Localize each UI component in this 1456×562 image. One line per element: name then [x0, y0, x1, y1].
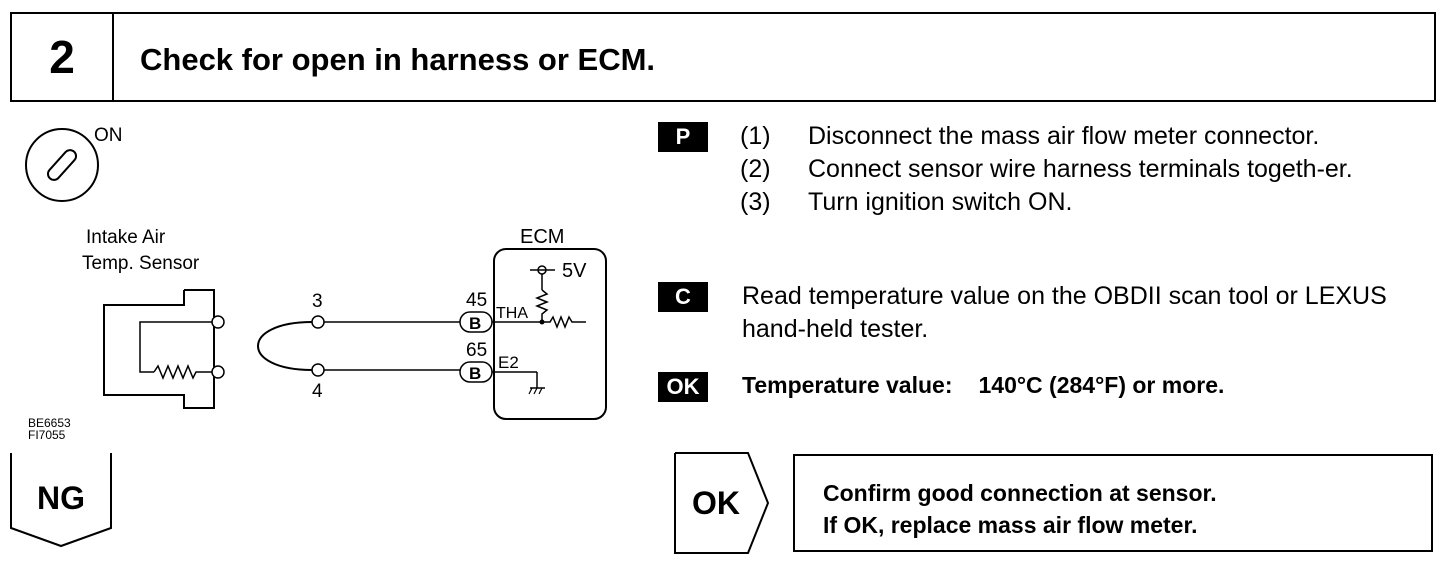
list-item: (2) Connect sensor wire harness terminal… [740, 153, 1440, 186]
ng-label: NG [37, 480, 85, 516]
voltage-source-icon [530, 265, 555, 325]
ignition-on-label: ON [94, 125, 123, 146]
ok-button-label: OK [692, 485, 740, 521]
ecm-box [493, 248, 607, 420]
connector-bottom-code: B [469, 364, 481, 383]
result-action-box: Confirm good connection at sensor. If OK… [793, 454, 1433, 552]
sensor-terminal-top [211, 315, 225, 329]
ecm-label: ECM [520, 226, 564, 248]
wiring-diagram: ON Intake Air Temp. Sensor 3 4 ECM B B 4… [25, 125, 607, 420]
ground-symbol-icon [528, 372, 545, 395]
step-header: 2 Check for open in harness or ECM. [10, 12, 1436, 102]
check-instruction: Read temperature value on the OBDII scan… [742, 282, 1387, 343]
list-item: (3) Turn ignition switch ON. [740, 186, 1440, 219]
list-item: (1) Disconnect the mass air flow meter c… [740, 120, 1440, 153]
sensor-connector-outline [103, 289, 215, 409]
ok-criteria-label: Temperature value: [742, 372, 953, 398]
step-text: Turn ignition switch ON. [808, 188, 1073, 216]
ok-branch-button[interactable]: OK [674, 452, 770, 554]
step-text: Disconnect the mass air flow meter conne… [808, 122, 1320, 150]
step-index: (1) [740, 122, 771, 150]
voltage-label: 5V [562, 260, 587, 282]
harness-pin-top-label: 3 [312, 291, 323, 312]
result-line-1: Confirm good connection at sensor. [823, 480, 1217, 506]
ok-criteria: Temperature value: 140°C (284°F) or more. [742, 372, 1224, 399]
sensor-label-line2: Temp. Sensor [82, 253, 200, 274]
sensor-label-line1: Intake Air [86, 227, 166, 248]
tag-check: C [658, 282, 708, 312]
figure-reference-codes: BE6653 FI7055 [28, 417, 71, 441]
ignition-switch-icon [25, 128, 99, 202]
sensor-thermistor-icon [139, 321, 212, 380]
step-text: Connect sensor wire harness terminals to… [808, 155, 1353, 183]
step-title: Check for open in harness or ECM. [140, 42, 656, 77]
step-index: (3) [740, 188, 771, 216]
step-index: (2) [740, 155, 771, 183]
procedure-steps: (1) Disconnect the mass air flow meter c… [740, 120, 1440, 219]
harness-pin-3 [311, 315, 325, 329]
tag-ok: OK [658, 372, 708, 402]
jumper-wire [257, 321, 313, 371]
terminal-tha-label: THA [496, 305, 528, 322]
ng-branch-box: NG [10, 452, 112, 548]
ok-criteria-value: 140°C (284°F) or more. [978, 372, 1225, 398]
sensor-terminal-bottom [211, 365, 225, 379]
figure-code-2: FI7055 [28, 428, 66, 442]
step-number: 2 [12, 14, 114, 100]
connector-top-code: B [469, 314, 481, 333]
figure-code-1: BE6653 [28, 416, 71, 430]
result-line-2: If OK, replace mass air flow meter. [823, 512, 1198, 538]
ecm-pin-bottom-label: 65 [466, 340, 487, 361]
harness-pin-4 [311, 363, 325, 377]
terminal-e2-label: E2 [498, 353, 519, 372]
tag-prep: P [658, 122, 708, 152]
harness-pin-bottom-label: 4 [312, 381, 323, 402]
ecm-resistor-icon [542, 314, 586, 330]
ecm-pin-top-label: 45 [466, 290, 487, 311]
